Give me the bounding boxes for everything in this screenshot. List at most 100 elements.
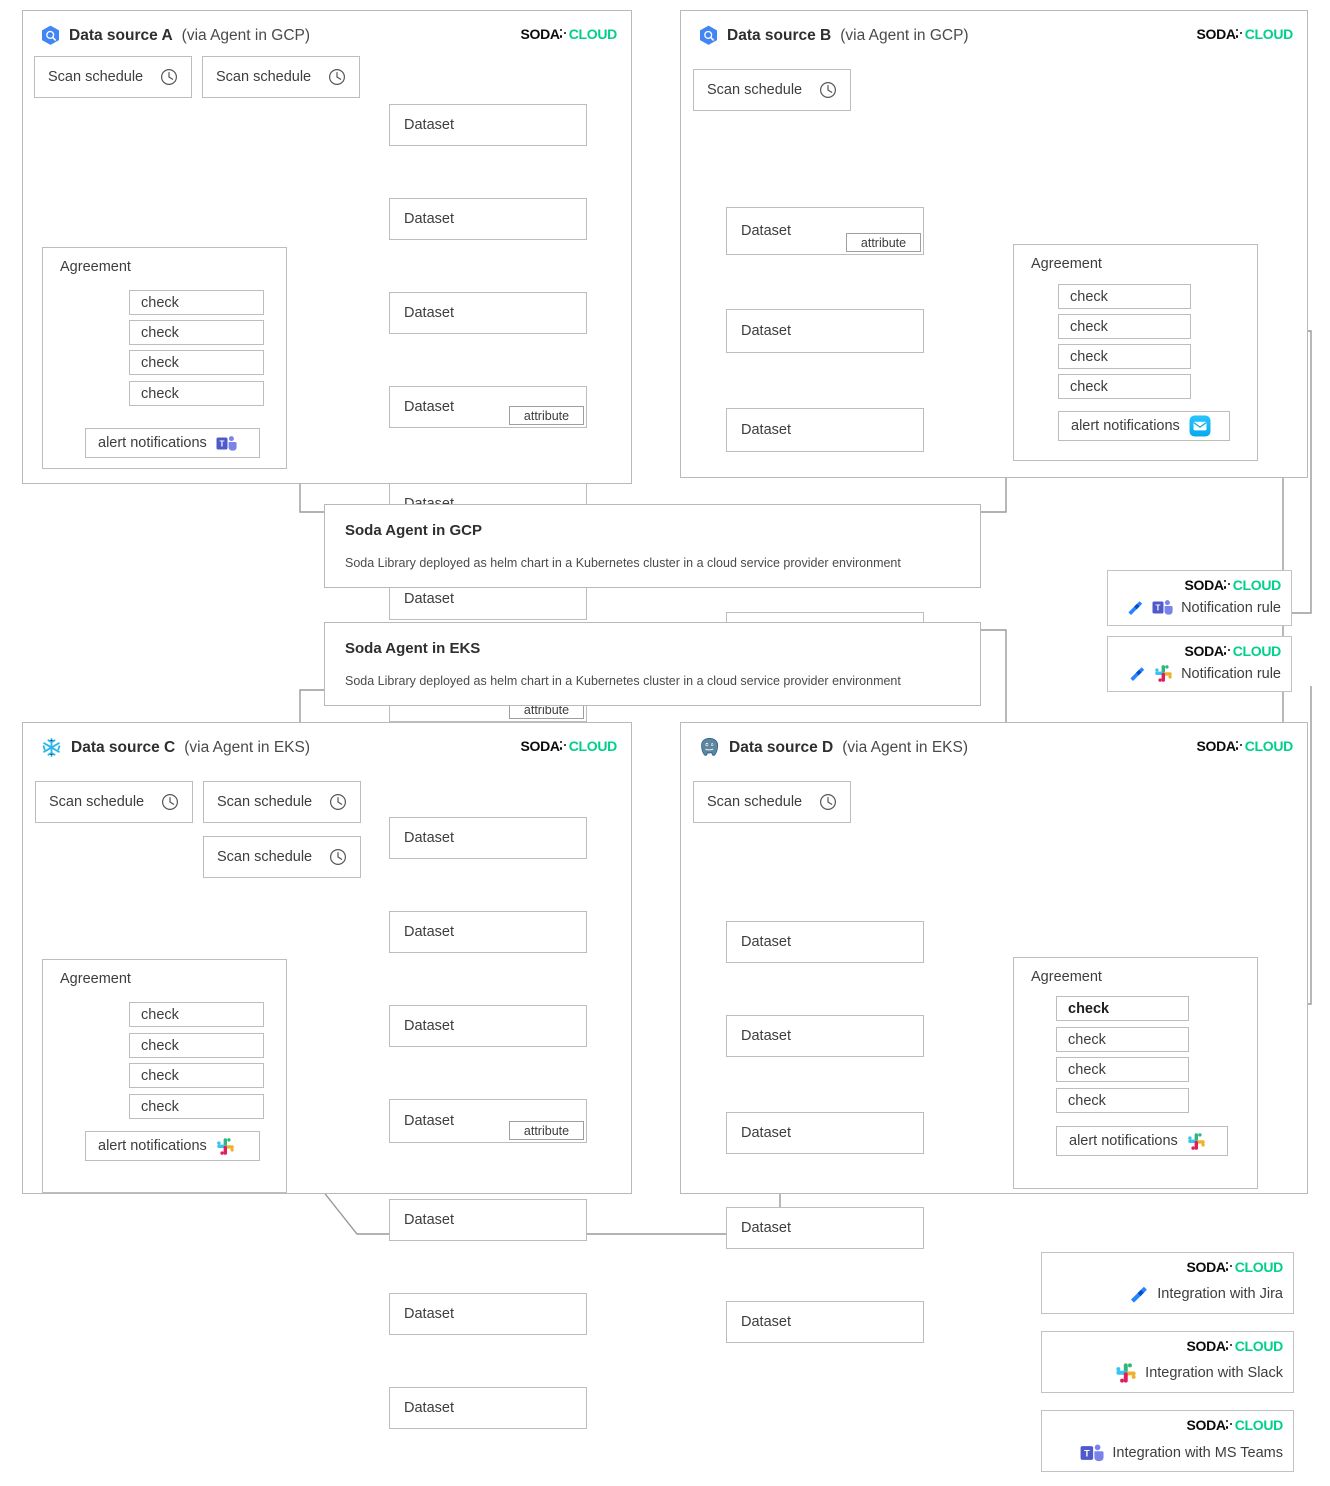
dataset-d-3[interactable]: Dataset: [726, 1112, 924, 1154]
soda-logo-dark: SODA: [1184, 577, 1224, 593]
scan-schedule-b-1[interactable]: Scan schedule: [693, 69, 851, 111]
check-label: check: [141, 324, 179, 341]
notification-rule-row: Notification rule: [1108, 664, 1281, 683]
dataset-c-5[interactable]: Dataset: [389, 1199, 587, 1241]
check-a-4[interactable]: check: [129, 381, 264, 406]
check-b-1[interactable]: check: [1058, 284, 1191, 309]
check-d-4[interactable]: check: [1056, 1088, 1189, 1113]
dataset-c-2[interactable]: Dataset: [389, 911, 587, 953]
dataset-b-3[interactable]: Dataset: [726, 408, 924, 452]
data-source-a-title: Data source A: [69, 26, 173, 44]
scan-schedule-c-3[interactable]: Scan schedule: [203, 836, 361, 878]
soda-logo-dark: SODA: [1186, 1259, 1226, 1275]
scan-schedule-a-1[interactable]: Scan schedule: [34, 56, 192, 98]
clock-icon: [161, 793, 179, 811]
scan-schedule-a-2[interactable]: Scan schedule: [202, 56, 360, 98]
scan-schedule-label: Scan schedule: [707, 794, 803, 810]
dataset-b-2[interactable]: Dataset: [726, 309, 924, 353]
notification-rule-icons: [1127, 664, 1173, 683]
dataset-a-2[interactable]: Dataset: [389, 198, 587, 240]
dataset-label: Dataset: [404, 117, 454, 133]
dataset-c-1[interactable]: Dataset: [389, 817, 587, 859]
dataset-attribute[interactable]: attribute: [509, 406, 584, 425]
dataset-d-2[interactable]: Dataset: [726, 1015, 924, 1057]
dataset-label: Dataset: [404, 830, 454, 846]
scan-schedule-label: Scan schedule: [217, 794, 313, 810]
scan-schedule-c-1[interactable]: Scan schedule: [35, 781, 193, 823]
check-label: check: [1070, 348, 1108, 365]
gcp-bigquery-icon: [41, 25, 60, 46]
check-a-3[interactable]: check: [129, 350, 264, 375]
soda-logo-green: CLOUD: [1244, 738, 1294, 754]
dataset-a-4[interactable]: Dataset attribute: [389, 386, 587, 428]
check-c-4[interactable]: check: [129, 1094, 264, 1119]
dataset-c-3[interactable]: Dataset: [389, 1005, 587, 1047]
dataset-d-1[interactable]: Dataset: [726, 921, 924, 963]
dataset-a-3[interactable]: Dataset: [389, 292, 587, 334]
alert-notifications-c[interactable]: alert notifications: [85, 1131, 260, 1161]
notification-rule-label: Notification rule: [1181, 665, 1281, 682]
alert-notifications-b[interactable]: alert notifications: [1058, 411, 1230, 441]
alert-notifications-d[interactable]: alert notifications: [1056, 1126, 1228, 1156]
agreement-title: Agreement: [1031, 969, 1102, 985]
dataset-attribute[interactable]: attribute: [509, 1121, 584, 1140]
scan-schedule-label: Scan schedule: [48, 69, 144, 85]
dataset-d-4[interactable]: Dataset: [726, 1207, 924, 1249]
dataset-a-1[interactable]: Dataset: [389, 104, 587, 146]
dataset-label: Dataset: [741, 1125, 791, 1141]
soda-logo-green: CLOUD: [1234, 1338, 1284, 1354]
check-a-2[interactable]: check: [129, 320, 264, 345]
dataset-label: Dataset: [741, 422, 791, 438]
dataset-c-6[interactable]: Dataset: [389, 1293, 587, 1335]
check-label: check: [141, 1067, 179, 1084]
alert-notifications-label: alert notifications: [98, 1138, 207, 1154]
soda-logo-green: CLOUD: [568, 738, 618, 754]
data-source-a-header: Data source A (via Agent in GCP): [41, 25, 310, 46]
scan-schedule-d-1[interactable]: Scan schedule: [693, 781, 851, 823]
check-label: check: [141, 354, 179, 371]
dataset-label: Dataset: [741, 1220, 791, 1236]
check-d-2[interactable]: check: [1056, 1027, 1189, 1052]
soda-logo-dots: [1235, 740, 1244, 752]
clock-icon: [328, 68, 346, 86]
svg-text:T: T: [1156, 604, 1161, 613]
soda-logo-green: CLOUD: [1244, 26, 1294, 42]
soda-agent-eks-title: Soda Agent in EKS: [345, 640, 481, 657]
soda-logo-green: CLOUD: [568, 26, 618, 42]
check-a-1[interactable]: check: [129, 290, 264, 315]
alert-notifications-a[interactable]: alert notifications T: [85, 428, 260, 458]
dataset-attribute[interactable]: attribute: [846, 233, 921, 252]
dataset-label: Dataset: [404, 399, 454, 415]
dataset-c-7[interactable]: Dataset: [389, 1387, 587, 1429]
dataset-label: Dataset: [741, 223, 791, 239]
dataset-b-1[interactable]: Dataset attribute: [726, 207, 924, 255]
clock-icon: [329, 848, 347, 866]
email-icon: [1189, 415, 1211, 437]
dataset-label: Dataset: [404, 1018, 454, 1034]
data-source-c-subtitle: (via Agent in EKS): [184, 738, 311, 756]
svg-text:T: T: [219, 439, 224, 448]
check-b-3[interactable]: check: [1058, 344, 1191, 369]
check-c-1[interactable]: check: [129, 1002, 264, 1027]
dataset-d-5[interactable]: Dataset: [726, 1301, 924, 1343]
scan-schedule-c-2[interactable]: Scan schedule: [203, 781, 361, 823]
check-c-2[interactable]: check: [129, 1033, 264, 1058]
dataset-label: Dataset: [404, 211, 454, 227]
jira-icon: [1127, 664, 1146, 683]
dataset-c-4[interactable]: Dataset attribute: [389, 1099, 587, 1143]
check-d-1[interactable]: check: [1056, 996, 1189, 1021]
check-b-4[interactable]: check: [1058, 374, 1191, 399]
check-c-3[interactable]: check: [129, 1063, 264, 1088]
agreement-title: Agreement: [60, 971, 131, 987]
integration-row: Integration with Jira: [1042, 1283, 1283, 1305]
check-b-2[interactable]: check: [1058, 314, 1191, 339]
integration-row: Integration with Slack: [1042, 1362, 1283, 1384]
check-d-3[interactable]: check: [1056, 1057, 1189, 1082]
